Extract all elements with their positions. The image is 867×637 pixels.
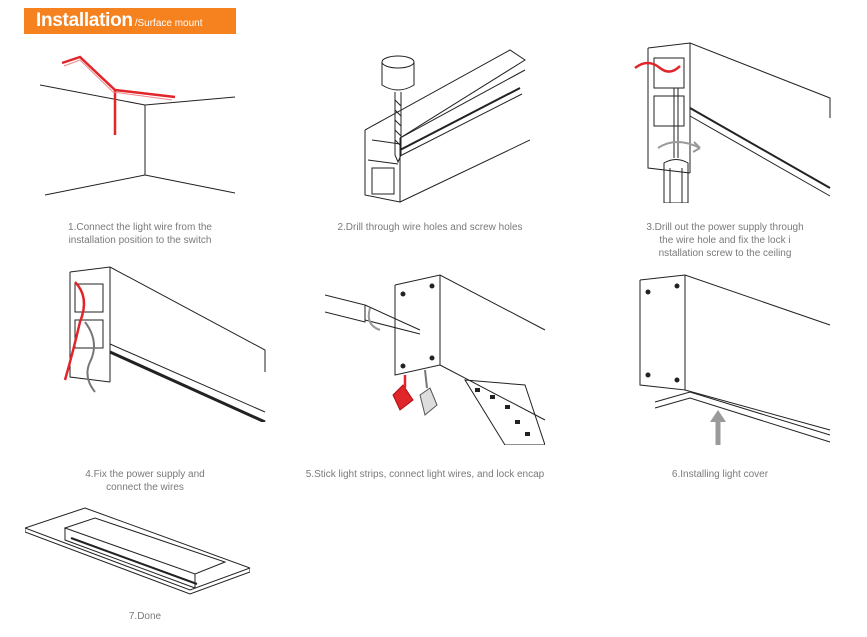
step-5-caption: 5.Stick light strips, connect light wire… — [305, 469, 545, 480]
profile-drill-drawing — [364, 49, 530, 203]
step-6-illustration — [630, 270, 835, 445]
step-7-caption: 7.Done — [128, 611, 162, 622]
step-2-caption: 2.Drill through wire holes and screw hol… — [337, 222, 523, 233]
grey-wire-nut-icon — [419, 387, 438, 416]
step-3-illustration — [630, 38, 835, 203]
section-title: Installation — [36, 10, 133, 31]
encap-drawing — [325, 274, 545, 445]
power-wire — [634, 61, 681, 73]
step-1-caption: 1.Connect the light wire from the instal… — [68, 222, 212, 246]
step-4-caption: 4.Fix the power supply and connect the w… — [85, 469, 205, 493]
up-arrow-icon — [710, 410, 726, 422]
section-subtitle: /Surface mount — [134, 18, 203, 29]
step-3-caption: 3.Drill out the power supply through the… — [646, 222, 804, 259]
step-1-illustration — [40, 45, 240, 205]
step-4-illustration — [55, 262, 270, 422]
step-5-illustration — [325, 270, 545, 445]
step-7-illustration — [25, 500, 250, 595]
step-6-caption: 6.Installing light cover — [671, 469, 769, 480]
light-wire — [61, 55, 176, 135]
red-wire-nut-icon — [392, 384, 414, 411]
section-header: Installation /Surface mount — [24, 8, 236, 34]
step-2-illustration — [350, 40, 530, 205]
light-cover-drawing — [639, 274, 831, 445]
finished-fixture-drawing — [25, 507, 250, 595]
connected-wire — [63, 281, 86, 381]
profile-screwdriver-drawing — [634, 42, 831, 203]
power-supply-drawing — [63, 266, 266, 422]
room-corner-drawing — [40, 55, 236, 196]
